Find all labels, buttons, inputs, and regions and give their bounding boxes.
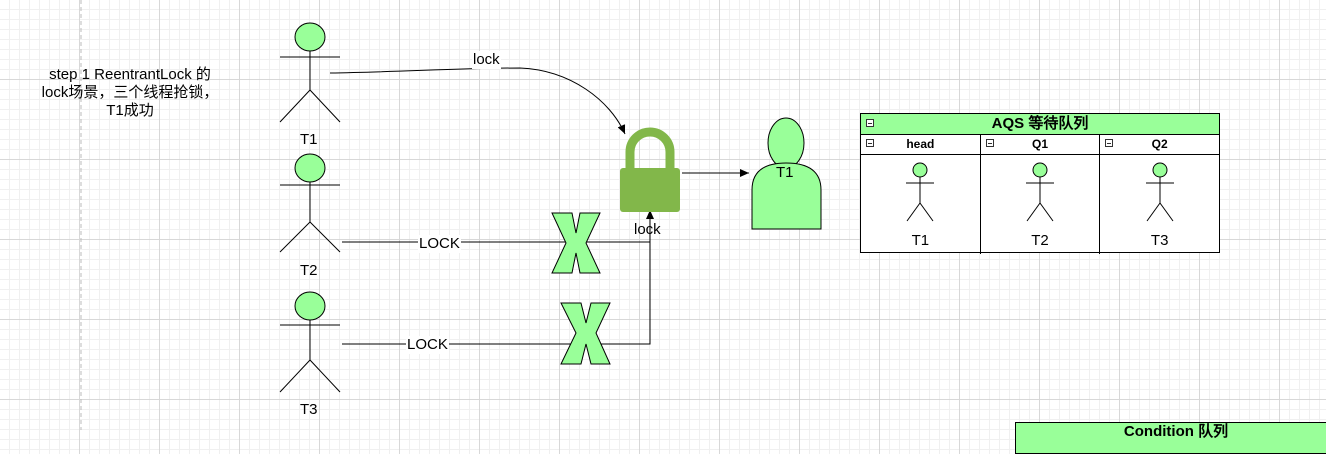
actor-t1-label: T1: [300, 131, 318, 148]
condition-title: Condition 队列: [1123, 423, 1229, 440]
actor-icon: [1145, 162, 1174, 222]
lane-thread: T1: [911, 232, 930, 249]
owner-user-icon[interactable]: [751, 117, 822, 230]
aqs-title-bar: AQS 等待队列: [861, 114, 1219, 135]
aqs-queue[interactable]: AQS 等待队列 head T1 Q1 T2 Q2: [860, 113, 1220, 254]
aqs-lane-head[interactable]: head T1: [861, 135, 981, 254]
lane-header: head: [906, 137, 935, 151]
collapse-icon[interactable]: [1105, 139, 1114, 147]
reject-x-t2: [551, 212, 601, 274]
edge-t2-label: LOCK: [418, 235, 461, 253]
lane-header: Q1: [1032, 137, 1049, 151]
lane-thread: T2: [1031, 232, 1049, 249]
edge-t3-lock[interactable]: [342, 210, 654, 345]
diagram-canvas: [80, 0, 822, 430]
edge-t1-label: lock: [472, 51, 501, 69]
aqs-title: AQS 等待队列: [991, 115, 1089, 132]
owner-label: T1: [776, 164, 794, 181]
lane-header: Q2: [1151, 137, 1168, 151]
actor-t2-label: T2: [300, 262, 318, 279]
edge-t1-lock[interactable]: [329, 67, 626, 135]
actor-t3[interactable]: [279, 291, 341, 393]
lane-thread: T3: [1150, 232, 1169, 249]
edge-t3-label: LOCK: [406, 336, 449, 354]
aqs-lane-q2[interactable]: Q2 T3: [1100, 135, 1220, 254]
actor-icon: [1026, 162, 1054, 222]
actor-t1[interactable]: [279, 22, 341, 123]
actor-t2[interactable]: [279, 153, 341, 253]
collapse-icon[interactable]: [866, 139, 874, 147]
condition-queue[interactable]: Condition 队列: [1015, 422, 1326, 454]
actor-t3-label: T3: [300, 401, 318, 418]
actor-icon: [906, 162, 935, 222]
collapse-icon[interactable]: [985, 139, 994, 147]
step-note: step 1 ReentrantLock 的lock场景，三个线程抢锁，T1成功: [41, 66, 219, 119]
lock-label: lock: [634, 221, 661, 238]
aqs-lane-q1[interactable]: Q1 T2: [980, 135, 1101, 254]
collapse-icon[interactable]: [866, 119, 874, 127]
lock-icon[interactable]: [620, 127, 680, 212]
reject-x-t3: [560, 302, 611, 365]
